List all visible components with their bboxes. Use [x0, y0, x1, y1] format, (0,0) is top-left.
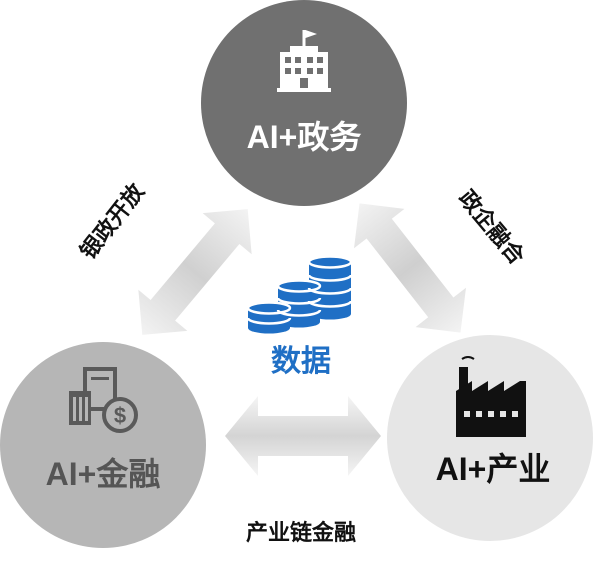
center-data-label: 数据 [271, 344, 331, 379]
gov-node-label: AI+政务 [247, 119, 362, 155]
svg-text:$: $ [114, 403, 126, 428]
factory-icon [456, 356, 526, 437]
building-windows [285, 57, 323, 88]
gov-enterprise-label: 政企融合 [453, 185, 530, 270]
coin-edges [246, 255, 353, 325]
factory-windows [464, 411, 518, 417]
gov-node-circle [201, 0, 407, 206]
industry-node-label: AI+产业 [436, 451, 551, 487]
supply-chain-arrow [225, 396, 381, 476]
bank-document-icon: $ [69, 367, 138, 433]
finance-node-label: AI+金融 [46, 456, 161, 492]
finance-node-circle [0, 342, 206, 548]
industry-node-circle [387, 335, 593, 541]
bank-gov-arrow [138, 209, 252, 335]
bank-gov-label: 银政开放 [75, 178, 150, 264]
gov-enterprise-arrow [354, 203, 466, 333]
supply-chain-label: 产业链金融 [246, 520, 356, 546]
